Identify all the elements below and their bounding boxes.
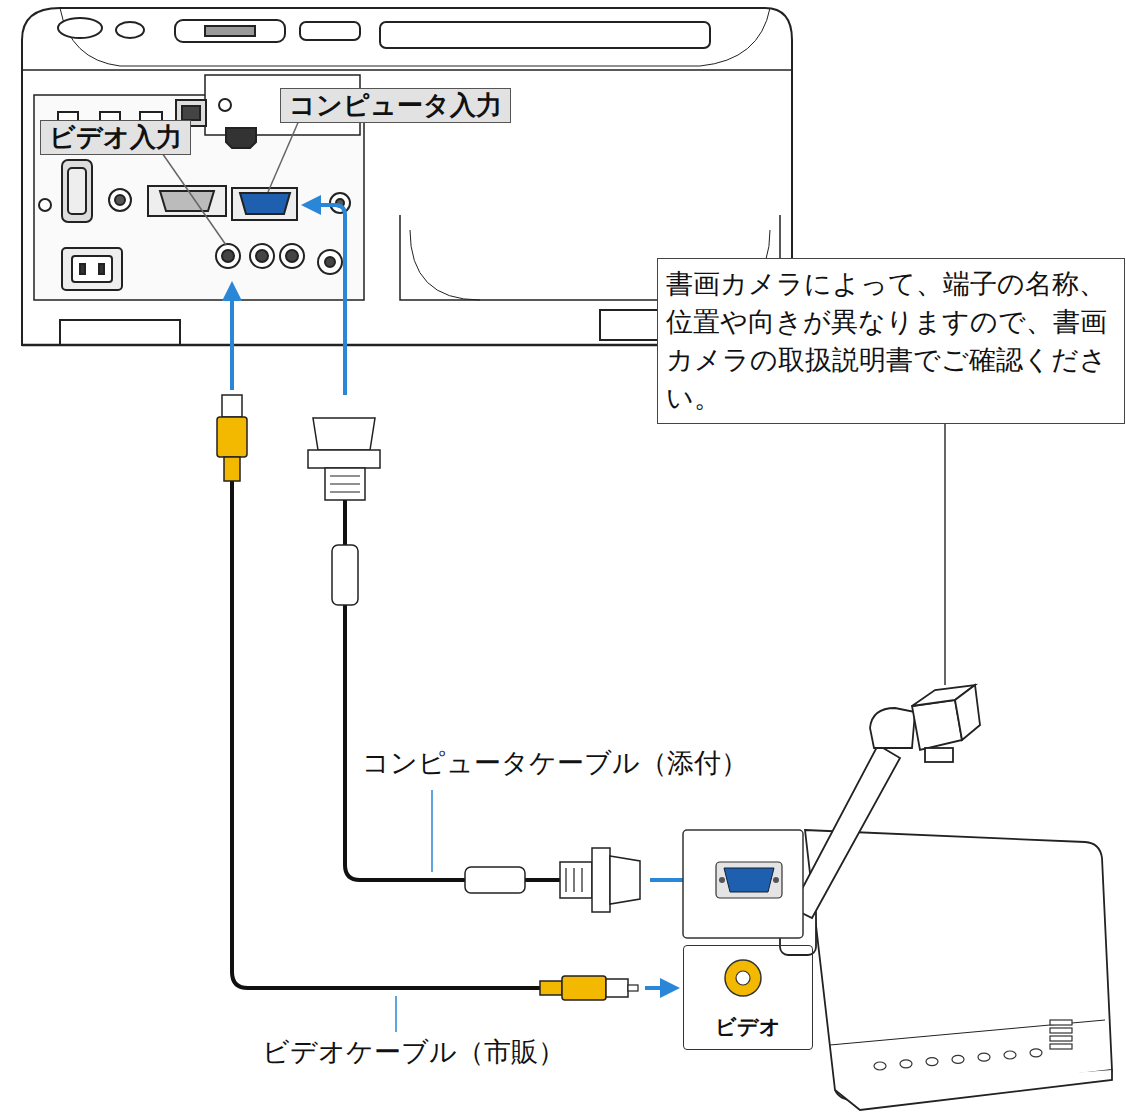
node-text: ビデオ bbox=[684, 1013, 812, 1041]
camera-button bbox=[1030, 1049, 1042, 1057]
camera-button bbox=[1004, 1051, 1016, 1059]
node-text: コンピュータ入力 bbox=[289, 90, 502, 120]
document-camera bbox=[780, 685, 1112, 1110]
camera-button bbox=[900, 1060, 912, 1068]
camera-button bbox=[1050, 1028, 1072, 1033]
camera-button bbox=[978, 1053, 990, 1061]
camera-buttons bbox=[874, 1020, 1072, 1070]
computer-cable bbox=[305, 205, 700, 912]
node-text: 書画カメラによって、端子の名称、位置や向きが異なりますので、書画カメラの取扱説明… bbox=[666, 265, 1116, 417]
cable-label: ビデオケーブル（市販） bbox=[262, 1034, 565, 1070]
camera-button bbox=[1050, 1020, 1072, 1025]
node-text: ビデオ入力 bbox=[49, 122, 182, 152]
cable-label: コンピュータケーブル（添付） bbox=[362, 745, 748, 781]
callout-box: ビデオ入力 bbox=[40, 120, 191, 155]
camera-button bbox=[952, 1055, 964, 1063]
video-jack-icon bbox=[725, 960, 761, 996]
video-cable bbox=[217, 285, 676, 1000]
camera-button bbox=[926, 1058, 938, 1066]
leader-line bbox=[944, 398, 946, 685]
video-port-box: ビデオ bbox=[683, 945, 813, 1050]
camera-button bbox=[1050, 1044, 1072, 1049]
callout-box: コンピュータ入力 bbox=[280, 88, 511, 123]
camera-button bbox=[1050, 1036, 1072, 1041]
leader-line bbox=[395, 996, 397, 1032]
leader-line bbox=[431, 790, 433, 872]
note-box: 書画カメラによって、端子の名称、位置や向きが異なりますので、書画カメラの取扱説明… bbox=[657, 258, 1125, 424]
camera-button bbox=[874, 1062, 886, 1070]
vga-port-box bbox=[683, 830, 803, 938]
